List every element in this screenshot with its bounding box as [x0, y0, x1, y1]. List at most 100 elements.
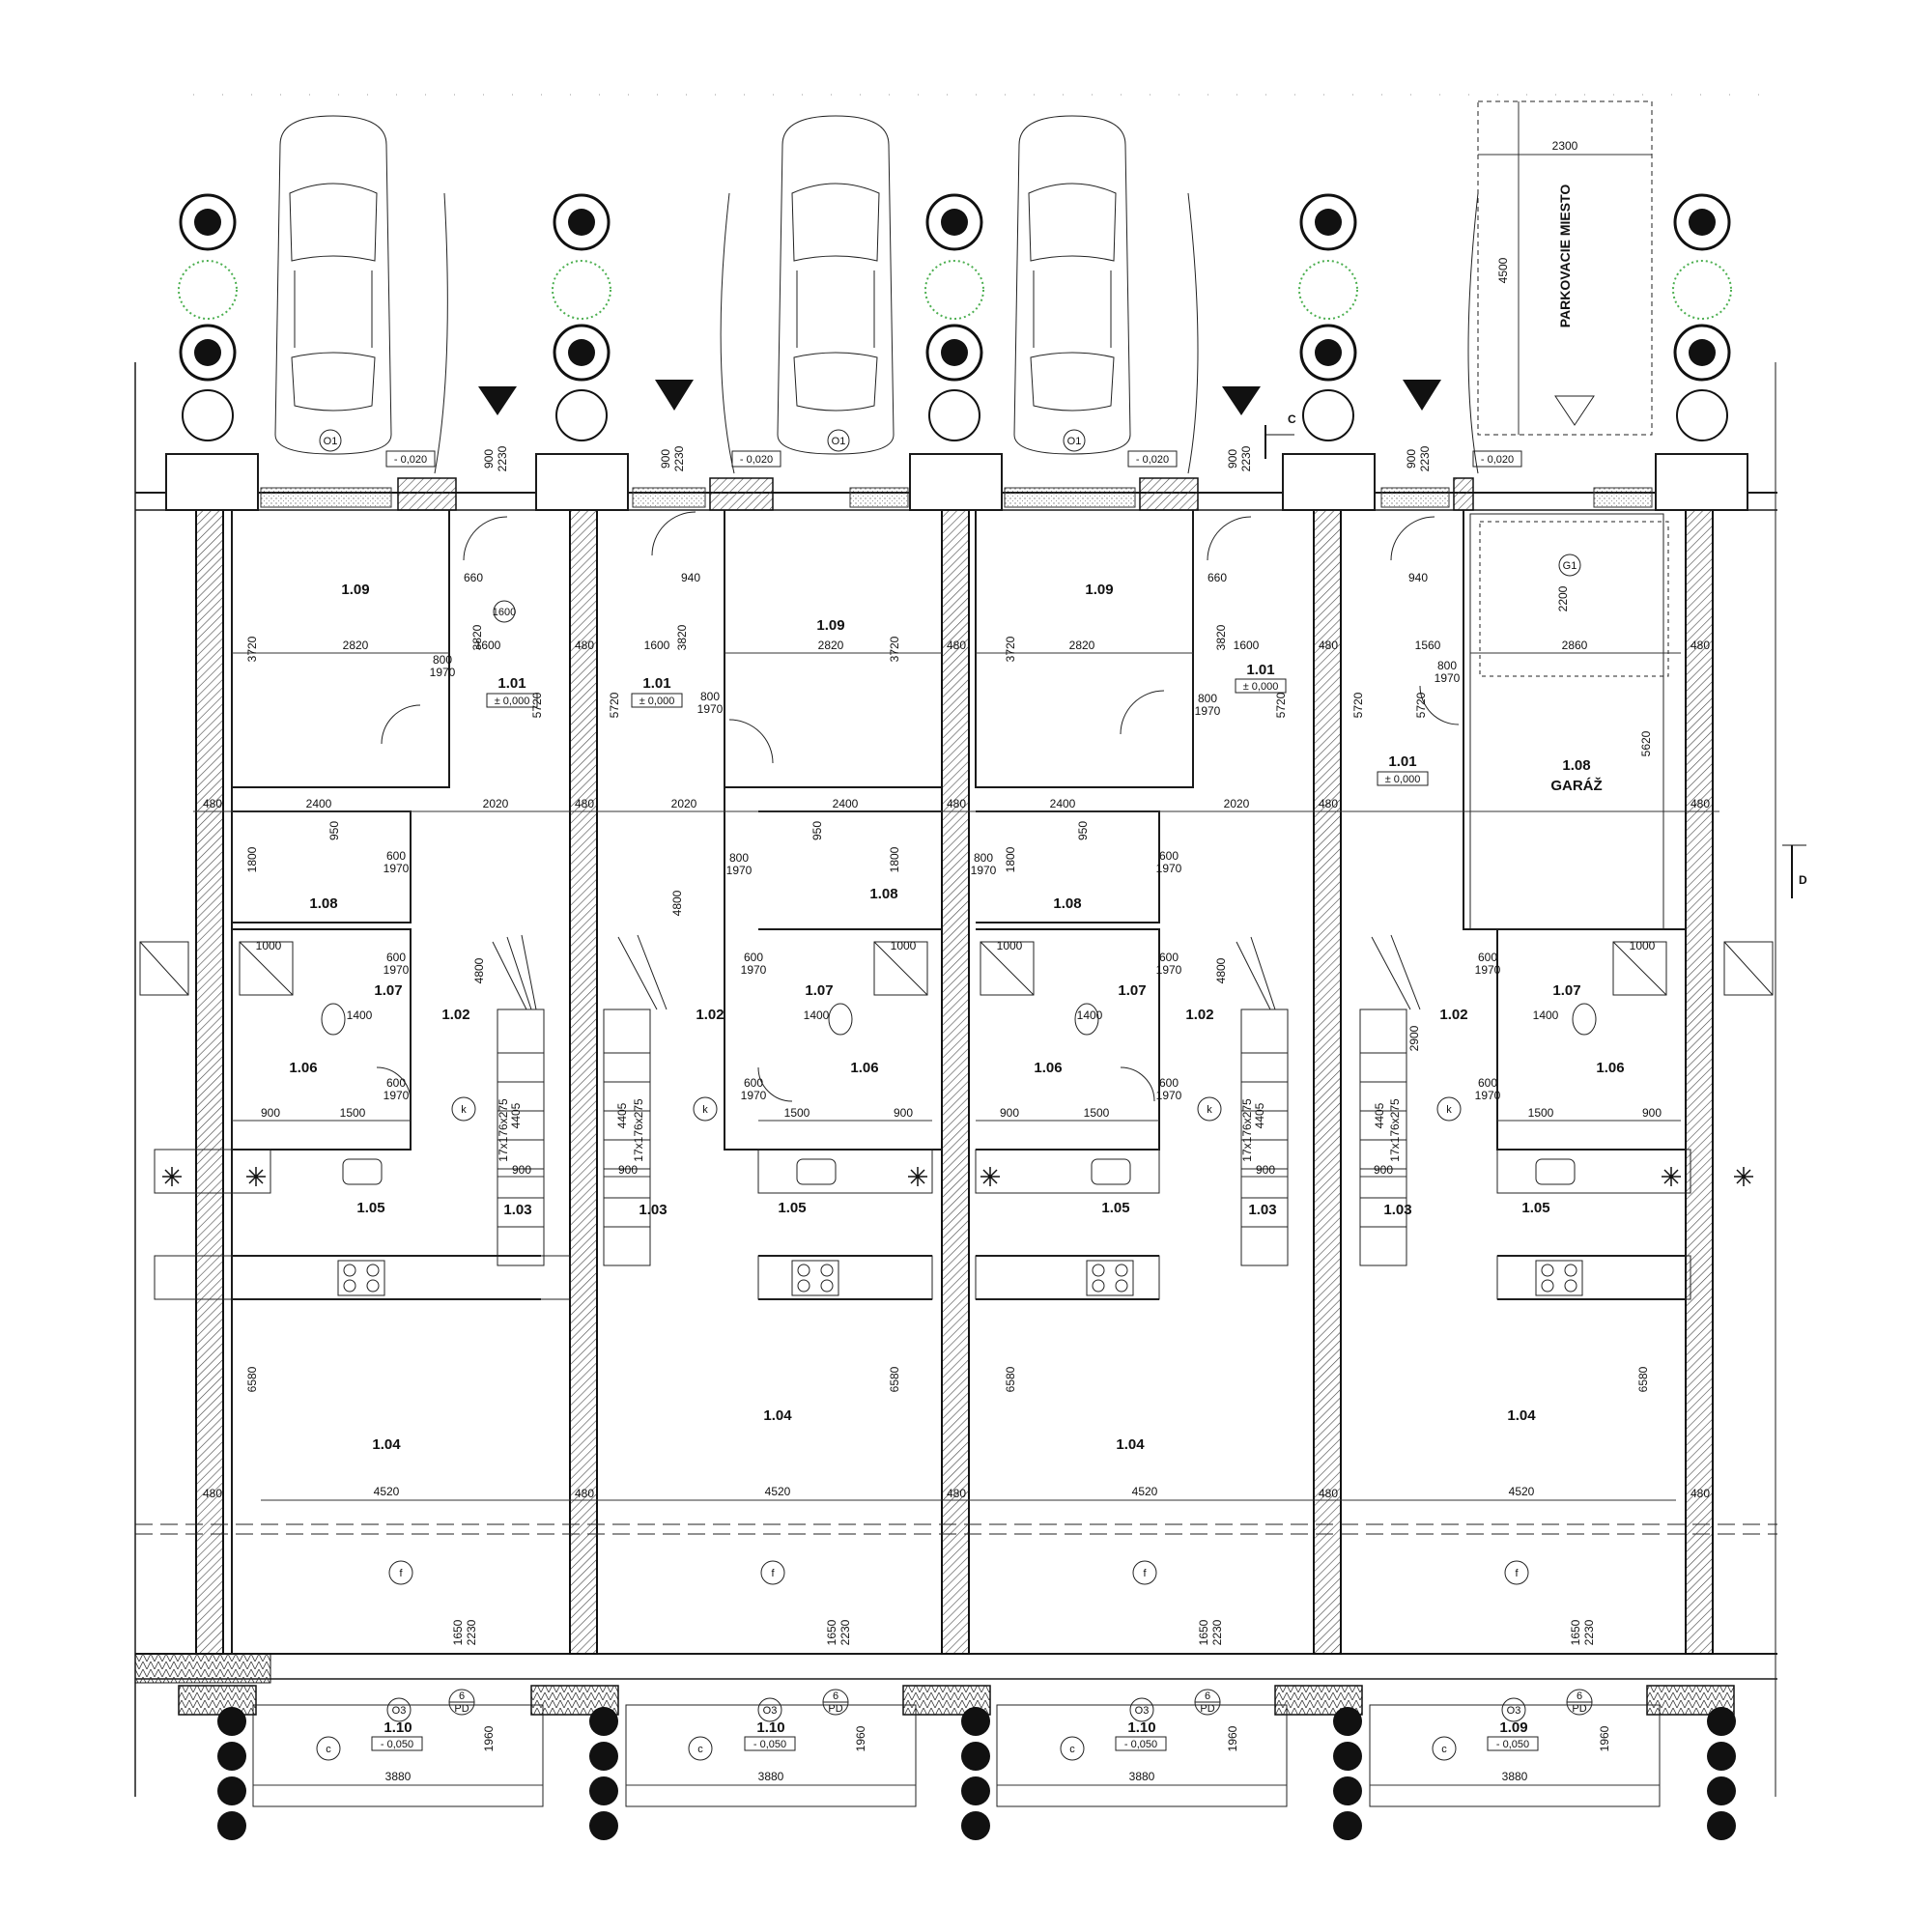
svg-text:1.10: 1.10: [384, 1719, 412, 1736]
garage-outline: [1469, 513, 1664, 930]
svg-text:1650: 1650: [1197, 1619, 1210, 1645]
svg-text:3880: 3880: [758, 1770, 784, 1783]
svg-text:4405: 4405: [1253, 1102, 1266, 1128]
svg-text:1.06: 1.06: [1596, 1060, 1624, 1076]
svg-text:1960: 1960: [1226, 1725, 1239, 1751]
svg-text:1600: 1600: [644, 639, 670, 652]
section-marker-d: D: [1782, 844, 1807, 898]
svg-text:- 0,050: - 0,050: [381, 1739, 413, 1750]
svg-text:1500: 1500: [1528, 1106, 1554, 1120]
front-pillars: [165, 453, 1748, 511]
svg-text:900: 900: [482, 449, 496, 469]
svg-text:5720: 5720: [1274, 692, 1288, 718]
svg-text:2400: 2400: [1050, 797, 1076, 810]
svg-text:4520: 4520: [1132, 1485, 1158, 1498]
svg-text:1.08: 1.08: [1562, 757, 1590, 774]
back-pillars: [134, 1653, 1735, 1716]
svg-text:O3: O3: [1507, 1705, 1521, 1717]
stair-unit-2: [603, 934, 668, 1266]
svg-text:± 0,000: ± 0,000: [495, 696, 530, 707]
svg-text:1.09: 1.09: [1499, 1719, 1527, 1736]
parking-space: [1477, 100, 1653, 436]
svg-text:660: 660: [1208, 571, 1227, 584]
svg-text:O1: O1: [832, 436, 846, 447]
svg-text:600: 600: [1159, 951, 1179, 964]
svg-text:1970: 1970: [384, 1089, 410, 1102]
svg-text:800: 800: [700, 690, 720, 703]
garage-door-area: [1479, 521, 1669, 677]
svg-text:1000: 1000: [891, 939, 917, 952]
svg-text:k: k: [1207, 1104, 1212, 1116]
svg-text:1.02: 1.02: [696, 1007, 724, 1023]
svg-text:900: 900: [261, 1106, 280, 1120]
svg-text:1800: 1800: [888, 846, 901, 872]
svg-text:600: 600: [1478, 951, 1497, 964]
svg-text:3880: 3880: [1502, 1770, 1528, 1783]
svg-text:1000: 1000: [1630, 939, 1656, 952]
svg-text:1970: 1970: [1475, 1089, 1501, 1102]
svg-text:- 0,020: - 0,020: [394, 454, 427, 466]
svg-text:4800: 4800: [1214, 957, 1228, 983]
svg-text:1970: 1970: [1195, 704, 1221, 718]
svg-text:1.04: 1.04: [372, 1436, 401, 1453]
svg-text:1.10: 1.10: [1127, 1719, 1155, 1736]
svg-text:1600: 1600: [475, 639, 501, 652]
room-labels: 1.09 1.01 ± 0,000 1.08 1.07 1.06 1.02 1.…: [289, 582, 1625, 1751]
svg-text:2020: 2020: [1224, 797, 1250, 810]
svg-text:1.03: 1.03: [1248, 1202, 1276, 1218]
svg-text:1.08: 1.08: [1053, 895, 1081, 912]
svg-text:1970: 1970: [384, 963, 410, 977]
section-marker-c: C: [1264, 412, 1296, 459]
svg-text:4405: 4405: [615, 1102, 629, 1128]
svg-text:900: 900: [1256, 1163, 1275, 1177]
svg-text:5720: 5720: [1351, 692, 1365, 718]
svg-text:600: 600: [386, 849, 406, 863]
svg-text:c: c: [1069, 1744, 1075, 1755]
svg-text:1.07: 1.07: [1552, 982, 1580, 999]
svg-text:900: 900: [1374, 1163, 1393, 1177]
svg-text:C: C: [1288, 412, 1296, 426]
svg-text:1970: 1970: [384, 862, 410, 875]
fan-icon: [162, 1167, 1753, 1186]
svg-text:2230: 2230: [1418, 445, 1432, 471]
svg-text:480: 480: [575, 639, 594, 652]
svg-text:800: 800: [1198, 692, 1217, 705]
svg-text:PD: PD: [828, 1703, 842, 1715]
street-level-tags: - 0,020 - 0,020 - 0,020 - 0,020: [385, 450, 1522, 468]
svg-text:5720: 5720: [1414, 692, 1428, 718]
svg-text:- 0,020: - 0,020: [740, 454, 773, 466]
svg-text:1960: 1960: [482, 1725, 496, 1751]
svg-text:17x176x275: 17x176x275: [497, 1098, 510, 1162]
svg-text:2820: 2820: [818, 639, 844, 652]
svg-text:6580: 6580: [888, 1366, 901, 1392]
svg-text:900: 900: [618, 1163, 638, 1177]
svg-text:600: 600: [386, 1076, 406, 1090]
svg-text:1000: 1000: [997, 939, 1023, 952]
svg-text:2230: 2230: [1239, 445, 1253, 471]
svg-text:600: 600: [386, 951, 406, 964]
svg-text:660: 660: [464, 571, 483, 584]
svg-text:800: 800: [729, 851, 749, 865]
svg-text:6: 6: [459, 1690, 465, 1702]
svg-text:1970: 1970: [430, 666, 456, 679]
svg-text:1.08: 1.08: [309, 895, 337, 912]
svg-text:2020: 2020: [671, 797, 697, 810]
shower-icon: [139, 941, 1774, 996]
svg-text:6: 6: [833, 1690, 838, 1702]
svg-text:1.01: 1.01: [642, 675, 670, 692]
svg-text:1.05: 1.05: [1101, 1200, 1129, 1216]
svg-text:6: 6: [1205, 1690, 1210, 1702]
svg-text:5720: 5720: [530, 692, 544, 718]
svg-text:480: 480: [203, 1487, 222, 1500]
svg-text:1400: 1400: [347, 1009, 373, 1022]
svg-text:4520: 4520: [765, 1485, 791, 1498]
svg-text:1400: 1400: [804, 1009, 830, 1022]
stair-unit-3: [1236, 936, 1289, 1266]
svg-text:1.05: 1.05: [1521, 1200, 1549, 1216]
svg-text:1.07: 1.07: [374, 982, 402, 999]
svg-text:1970: 1970: [1156, 862, 1182, 875]
svg-text:1970: 1970: [726, 864, 753, 877]
terraces: [252, 1704, 1661, 1807]
svg-text:940: 940: [681, 571, 700, 584]
svg-text:1970: 1970: [1156, 963, 1182, 977]
